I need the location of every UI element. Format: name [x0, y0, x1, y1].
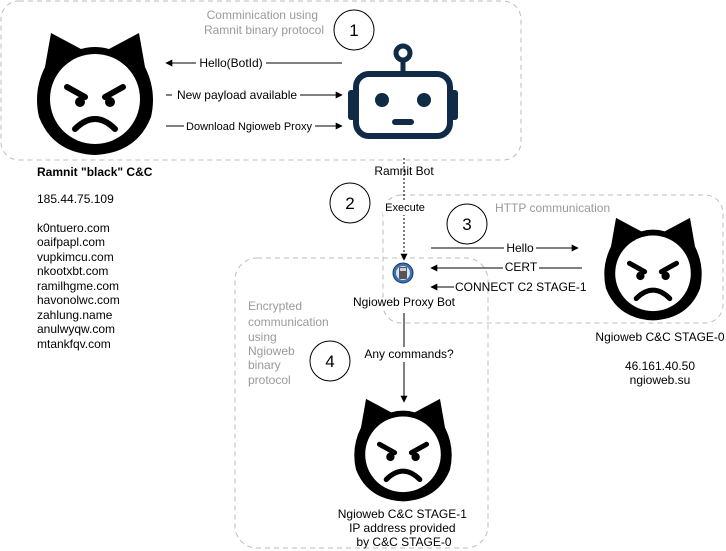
svg-text:2: 2: [345, 194, 354, 213]
any-commands-label: Any commands?: [364, 347, 454, 361]
ramnit-cc-title: Ramnit "black" C&C: [37, 165, 153, 179]
stage0-domain: ngioweb.su: [630, 373, 691, 387]
stage1-devil-icon: [354, 399, 451, 501]
step-4-badge: 4: [309, 340, 351, 382]
svg-text:3: 3: [462, 215, 471, 234]
connect-c2-label: CONNECT C2 STAGE-1: [455, 280, 587, 294]
new-payload-label: New payload available: [177, 88, 297, 102]
hello-botid-label: Hello(BotId): [199, 56, 262, 70]
proxy-bot-icon: [392, 262, 414, 284]
ramnit-cc-ip: 185.44.75.109: [37, 192, 114, 206]
step-1-badge: 1: [333, 9, 375, 51]
step-2-badge: 2: [329, 182, 371, 224]
step-3-badge: 3: [446, 203, 488, 245]
http-communication-label: HTTP communication: [495, 201, 610, 215]
ramnit-cc-devil-icon: [37, 33, 153, 155]
svg-text:4: 4: [325, 352, 334, 371]
cert-label: CERT: [505, 260, 538, 274]
hello-label: Hello: [506, 241, 534, 255]
svg-text:1: 1: [349, 21, 358, 40]
stage1-label: Ngioweb C&C STAGE-1 IP address provided …: [338, 507, 471, 549]
ramnit-cc-domain-list: k0ntuero.com oaifpapl.com vupkimcu.com n…: [37, 221, 123, 351]
ramnit-bot-label: Ramnit Bot: [374, 164, 434, 178]
stage0-label: Ngioweb C&C STAGE-0: [595, 330, 724, 344]
stage0-ip: 46.161.40.50: [625, 359, 695, 373]
download-proxy-label: Download Ngioweb Proxy: [186, 121, 312, 133]
stage0-devil-icon: [604, 218, 701, 320]
http-communication-group: [382, 194, 724, 324]
execute-label: Execute: [385, 202, 425, 214]
ramnit-protocol-group: [0, 0, 522, 161]
encrypted-communication-label: Encrypted communication using Ngioweb bi…: [248, 299, 332, 387]
ramnit-protocol-label: Comminication using Ramnit binary protoc…: [204, 8, 324, 37]
ramnit-bot-robot-icon: [348, 43, 458, 139]
proxy-bot-label: Ngioweb Proxy Bot: [353, 295, 456, 309]
